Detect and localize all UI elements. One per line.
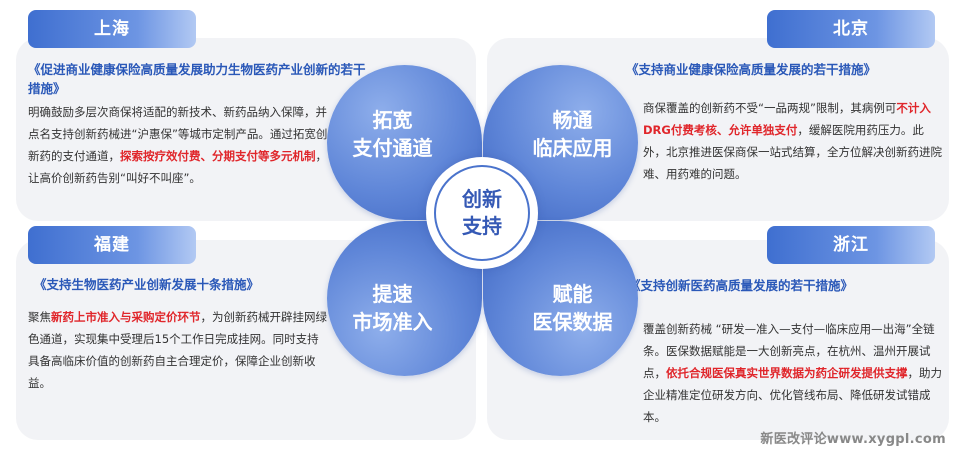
beijing-description: 商保覆盖的创新药不受“一品两规”限制，其病例可不计入DRG付费考核、允许单独支付… xyxy=(643,97,943,185)
fujian-policy-title: 《支持生物医药产业创新发展十条措施》 xyxy=(34,277,260,292)
zhejiang-policy-title: 《支持创新医药高质量发展的若干措施》 xyxy=(628,278,854,293)
center-line1: 创新 xyxy=(462,187,502,211)
zhejiang-description: 覆盖创新药械 “研发—准入—支付—临床应用—出海”全链条。医保数据赋能是一大创新… xyxy=(643,318,943,428)
petal-insurance-data-line2: 医保数据 xyxy=(532,309,613,334)
petal-payment-channel-line2: 支付通道 xyxy=(352,135,433,160)
fujian-highlight: 新药上市准入与采购定价环节 xyxy=(51,310,201,324)
beijing-tag: 北京 xyxy=(767,10,935,48)
fujian-text-1: 聚焦 xyxy=(28,310,51,324)
beijing-highlight: 不计入DRG付费考核、允许单独支付 xyxy=(643,101,931,137)
petal-insurance-data-line1: 赋能 xyxy=(552,281,593,306)
zhejiang-highlight: 依托合规医保真实世界数据为药企研发提供支撑 xyxy=(666,366,908,380)
center-circle: 创新 支持 xyxy=(434,165,530,261)
beijing-text-2: ，缓解医院用药压力。此外，北京推进医保商保一站式结算，全方位解决创新药进院难、用… xyxy=(643,123,942,181)
zhejiang-text-1: 覆盖创新药械 “研发—准入—支付—临床应用—出海”全链条。医保数据赋能是一大创新… xyxy=(643,322,935,380)
zhejiang-text-2: ，助力企业精准定位研发方向、优化管线布局、降低研发试错成本。 xyxy=(643,366,942,424)
petal-clinical-use-line1: 畅通 xyxy=(552,107,593,132)
center-line2: 支持 xyxy=(462,214,502,238)
shanghai-text-1: 明确鼓励多层次商保将适配的新技术、新药品纳入保障，并点名支持创新药械进“沪惠保”… xyxy=(28,105,328,163)
petal-market-access-line1: 提速 xyxy=(372,281,413,306)
beijing-text-1: 商保覆盖的创新药不受“一品两规”限制，其病例可 xyxy=(643,101,897,115)
shanghai-text-2: ，让高价创新药告别“叫好不叫座”。 xyxy=(28,149,327,185)
shanghai-highlight: 探索按疗效付费、分期支付等多元机制 xyxy=(120,149,316,163)
petal-market-access-line2: 市场准入 xyxy=(352,309,433,334)
watermark: 新医改评论www.xygpl.com xyxy=(760,432,946,447)
beijing-policy-title: 《支持商业健康保险高质量发展的若干措施》 xyxy=(626,62,877,77)
fujian-tag: 福建 xyxy=(28,226,196,264)
zhejiang-tag: 浙江 xyxy=(767,226,935,264)
center-hub: 创新 支持 xyxy=(426,157,538,269)
shanghai-policy-title: 《促进商业健康保险高质量发展助力生物医药产业创新的若干措施》 xyxy=(28,62,366,96)
shanghai-description: 明确鼓励多层次商保将适配的新技术、新药品纳入保障，并点名支持创新药械进“沪惠保”… xyxy=(28,101,328,189)
petal-payment-channel-line1: 拓宽 xyxy=(372,107,413,132)
fujian-description: 聚焦新药上市准入与采购定价环节，为创新药械开辟挂网绿色通道，实现集中受理后15个… xyxy=(28,306,328,394)
fujian-text-2: ，为创新药械开辟挂网绿色通道，实现集中受理后15个工作日完成挂网。同时支持具备高… xyxy=(28,310,327,390)
shanghai-tag: 上海 xyxy=(28,10,196,48)
petal-clinical-use-line2: 临床应用 xyxy=(532,135,613,160)
